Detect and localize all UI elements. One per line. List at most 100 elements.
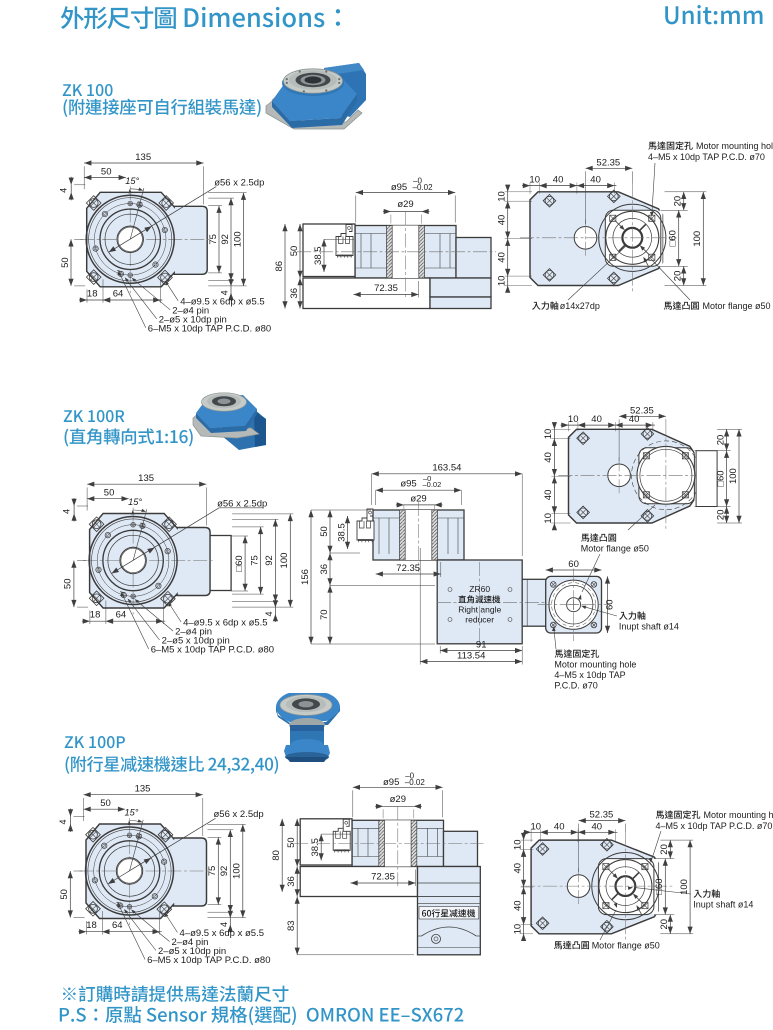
svg-text:Motor flange ø50: Motor flange ø50 bbox=[592, 941, 660, 951]
svg-text:64: 64 bbox=[112, 920, 123, 931]
svg-text:□60: □60 bbox=[715, 470, 726, 486]
svg-text:6–M5 x 10dp TAP P.C.D. ø80: 6–M5 x 10dp TAP P.C.D. ø80 bbox=[151, 645, 274, 656]
svg-text:10: 10 bbox=[497, 191, 508, 202]
svg-text:40: 40 bbox=[543, 490, 554, 501]
svg-text:–0: –0 bbox=[423, 474, 431, 483]
svg-text:50: 50 bbox=[101, 167, 112, 178]
svg-text:135: 135 bbox=[135, 784, 151, 795]
svg-text:20: 20 bbox=[715, 435, 726, 446]
svg-text:135: 135 bbox=[138, 473, 154, 484]
svg-text:100: 100 bbox=[679, 879, 690, 895]
svg-text:50: 50 bbox=[59, 889, 70, 900]
svg-text:156: 156 bbox=[300, 569, 311, 585]
svg-text:20: 20 bbox=[673, 196, 684, 207]
svg-text:72.35: 72.35 bbox=[371, 872, 395, 883]
svg-text:40: 40 bbox=[553, 175, 564, 186]
svg-text:20: 20 bbox=[673, 271, 684, 282]
svg-text:10: 10 bbox=[543, 429, 554, 440]
svg-text:50: 50 bbox=[100, 798, 111, 809]
svg-text:ø29: ø29 bbox=[397, 199, 413, 210]
svg-text:10: 10 bbox=[512, 840, 523, 851]
svg-text:83: 83 bbox=[286, 920, 297, 931]
svg-text:100: 100 bbox=[232, 863, 243, 879]
svg-text:38.5: 38.5 bbox=[336, 523, 347, 542]
svg-text:4–M5 x 10dp TAP: 4–M5 x 10dp TAP bbox=[554, 670, 625, 680]
svg-text:52.35: 52.35 bbox=[596, 157, 620, 168]
svg-text:reducer: reducer bbox=[465, 615, 494, 625]
svg-text:15°: 15° bbox=[125, 176, 139, 186]
svg-text:10: 10 bbox=[543, 513, 554, 524]
svg-text:2–ø5 x 10dp pin: 2–ø5 x 10dp pin bbox=[162, 636, 230, 647]
svg-text:ø56 x 2.5dp: ø56 x 2.5dp bbox=[217, 499, 267, 510]
svg-text:6–M5 x 10dp TAP P.C.D. ø80: 6–M5 x 10dp TAP P.C.D. ø80 bbox=[147, 955, 270, 966]
svg-text:20: 20 bbox=[659, 919, 670, 930]
svg-text:40: 40 bbox=[591, 414, 602, 425]
svg-text:4–ø9.5 x 6dp x ø5.5: 4–ø9.5 x 6dp x ø5.5 bbox=[183, 618, 268, 629]
svg-text:4–M5 x 10dp TAP P.C.D. ø70: 4–M5 x 10dp TAP P.C.D. ø70 bbox=[656, 821, 773, 831]
svg-text:40: 40 bbox=[629, 414, 640, 425]
svg-text:80: 80 bbox=[271, 850, 282, 861]
svg-text:20: 20 bbox=[715, 510, 726, 521]
svg-text:40: 40 bbox=[512, 900, 523, 911]
svg-text:□60: □60 bbox=[668, 230, 679, 246]
svg-text:72.35: 72.35 bbox=[374, 283, 398, 294]
svg-text:40: 40 bbox=[497, 215, 508, 226]
svg-text:4: 4 bbox=[264, 611, 274, 616]
svg-text:4: 4 bbox=[219, 922, 229, 927]
svg-text:□60: □60 bbox=[654, 878, 665, 894]
svg-text:□60: □60 bbox=[234, 555, 245, 571]
svg-text:50: 50 bbox=[63, 579, 74, 590]
svg-text:50: 50 bbox=[319, 526, 330, 537]
svg-text:38.5: 38.5 bbox=[310, 838, 321, 857]
svg-text:60: 60 bbox=[605, 599, 616, 610]
svg-text:4: 4 bbox=[62, 509, 72, 514]
svg-text:Inupt shaft ø14: Inupt shaft ø14 bbox=[693, 900, 753, 910]
svg-text:ø29: ø29 bbox=[390, 794, 406, 805]
svg-text:40: 40 bbox=[592, 821, 603, 832]
svg-text:2–ø4 pin: 2–ø4 pin bbox=[172, 937, 209, 948]
svg-text:ø95: ø95 bbox=[400, 479, 416, 490]
svg-text:86: 86 bbox=[274, 261, 285, 272]
svg-text:ø14x27dp: ø14x27dp bbox=[560, 301, 600, 311]
svg-text:92: 92 bbox=[264, 555, 275, 566]
svg-text:2–ø5 x 10dp pin: 2–ø5 x 10dp pin bbox=[159, 315, 227, 326]
svg-text:Motor mounting hole: Motor mounting hole bbox=[554, 660, 636, 670]
svg-text:2–ø4 pin: 2–ø4 pin bbox=[172, 306, 209, 317]
svg-text:10: 10 bbox=[568, 414, 579, 425]
svg-text:36: 36 bbox=[319, 564, 330, 575]
svg-text:ø56 x 2.5dp: ø56 x 2.5dp bbox=[214, 178, 264, 189]
svg-text:2–ø4 pin: 2–ø4 pin bbox=[175, 627, 212, 638]
svg-text:75: 75 bbox=[208, 234, 219, 245]
svg-text:ZR60: ZR60 bbox=[469, 584, 490, 594]
svg-text:75: 75 bbox=[249, 555, 260, 566]
svg-text:100: 100 bbox=[692, 231, 703, 247]
svg-text:10: 10 bbox=[531, 821, 542, 832]
svg-text:10: 10 bbox=[529, 175, 540, 186]
svg-text:4: 4 bbox=[220, 290, 230, 295]
svg-text:15°: 15° bbox=[125, 808, 139, 818]
svg-text:38.5: 38.5 bbox=[313, 246, 324, 265]
svg-text:40: 40 bbox=[590, 175, 601, 186]
svg-text:20: 20 bbox=[659, 844, 670, 855]
svg-text:50: 50 bbox=[289, 246, 300, 257]
svg-text:75: 75 bbox=[207, 866, 218, 877]
svg-text:36: 36 bbox=[289, 288, 300, 299]
svg-text:18: 18 bbox=[87, 289, 98, 300]
svg-text:Inupt shaft ø14: Inupt shaft ø14 bbox=[619, 622, 679, 632]
svg-text:4–M5 x 10dp TAP P.C.D. ø70: 4–M5 x 10dp TAP P.C.D. ø70 bbox=[648, 152, 765, 162]
svg-text:36: 36 bbox=[286, 876, 297, 887]
svg-text:ø56 x 2.5dp: ø56 x 2.5dp bbox=[214, 809, 264, 820]
svg-text:50: 50 bbox=[286, 837, 297, 848]
svg-text:–0: –0 bbox=[413, 177, 422, 186]
svg-text:ø95: ø95 bbox=[391, 182, 407, 193]
svg-text:–0.02: –0.02 bbox=[413, 183, 434, 192]
svg-text:100: 100 bbox=[728, 468, 739, 484]
svg-text:2–ø5 x 10dp pin: 2–ø5 x 10dp pin bbox=[158, 946, 226, 957]
svg-text:Motor mounting hole: Motor mounting hole bbox=[696, 141, 773, 151]
svg-text:Motor flange ø50: Motor flange ø50 bbox=[581, 544, 649, 554]
svg-text:91: 91 bbox=[476, 639, 487, 650]
svg-text:52.35: 52.35 bbox=[590, 810, 614, 821]
svg-text:100: 100 bbox=[279, 553, 290, 569]
svg-text:18: 18 bbox=[90, 610, 101, 621]
svg-text:64: 64 bbox=[113, 289, 124, 300]
